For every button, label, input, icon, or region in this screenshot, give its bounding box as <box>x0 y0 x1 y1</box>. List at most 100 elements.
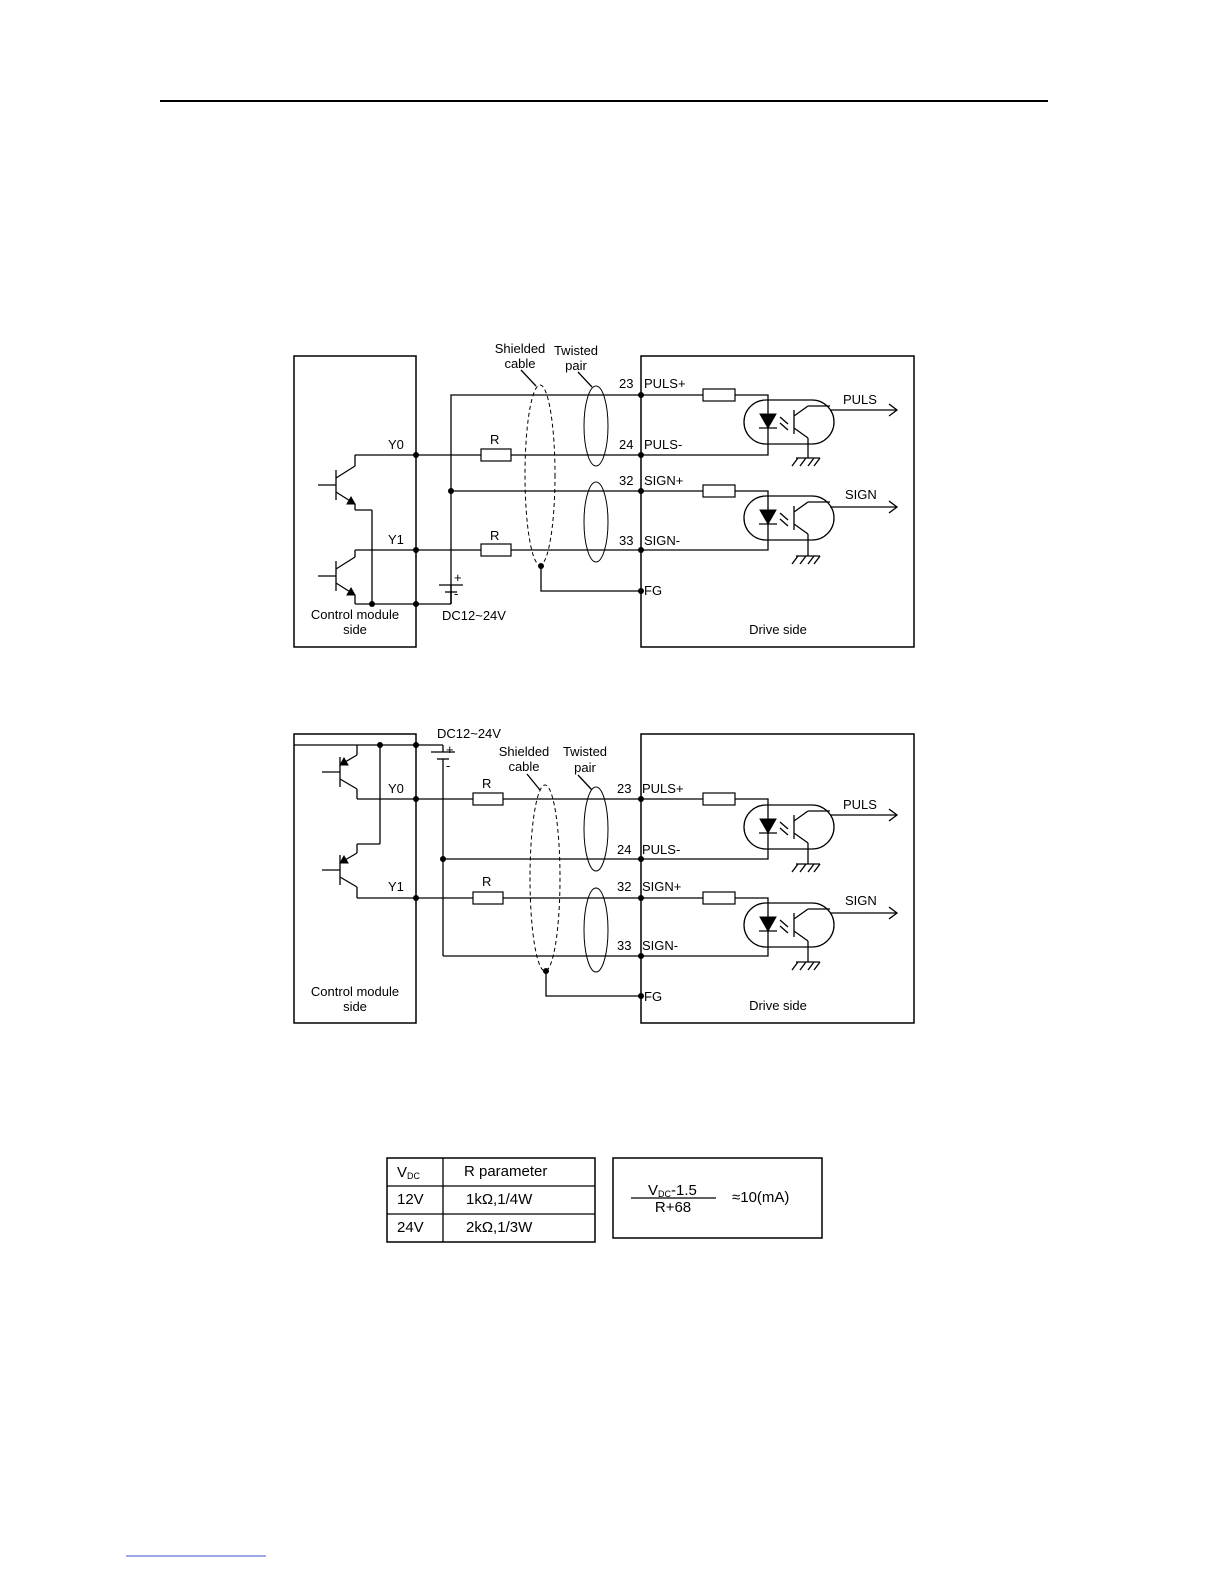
signal-label: FG <box>644 989 662 1004</box>
drive-box <box>640 355 915 648</box>
pin-number: 23 <box>619 376 633 391</box>
output-signal-label: SIGN <box>845 487 877 502</box>
resistor-icon <box>472 891 504 905</box>
resistor-label: R <box>482 776 491 791</box>
shielded-cable-label: Shielded <box>495 341 546 356</box>
drive-side-label: Drive side <box>749 622 807 637</box>
twisted-pair-icon <box>583 786 609 872</box>
output-signal-label: SIGN <box>845 893 877 908</box>
pin-number: 32 <box>619 473 633 488</box>
pin-number: 23 <box>617 781 631 796</box>
transistor-icon <box>318 549 416 605</box>
control-module-box <box>293 355 417 648</box>
transistor-icon <box>318 454 416 511</box>
supply-voltage-label: DC12~24V <box>437 726 501 741</box>
resistor-icon <box>480 448 512 462</box>
resistor-icon <box>472 792 504 806</box>
resistor-icon <box>702 891 736 905</box>
formula-numerator: VDC-1.5 <box>648 1182 697 1199</box>
resistor-icon <box>702 792 736 806</box>
signal-label: PULS+ <box>642 781 684 796</box>
twisted-pair-label: pair <box>565 358 587 373</box>
signal-label: FG <box>644 583 662 598</box>
shielded-cable-label: Shielded <box>499 744 550 759</box>
optocoupler-icon <box>743 495 835 556</box>
twisted-pair-label: Twisted <box>563 744 607 759</box>
r-parameter-table: VDC R parameter 12V 1kΩ,1/4W 24V 2kΩ,1/3… <box>386 1157 596 1243</box>
transistor-icon <box>322 745 416 800</box>
pin-number: 24 <box>619 437 633 452</box>
battery-plus: + <box>454 570 462 585</box>
twisted-pair-icon <box>583 887 609 973</box>
signal-label: SIGN- <box>642 938 678 953</box>
battery-minus: - <box>446 758 450 773</box>
supply-voltage-label: DC12~24V <box>442 608 506 623</box>
control-side-label: Control module <box>311 607 399 622</box>
signal-label: SIGN- <box>644 533 680 548</box>
battery-minus: - <box>454 586 458 601</box>
control-module-box <box>293 733 417 1024</box>
formula-result: ≈10(mA) <box>732 1189 789 1206</box>
drive-side-label: Drive side <box>749 998 807 1013</box>
pin-number: 24 <box>617 842 631 857</box>
pin-number: 33 <box>619 533 633 548</box>
resistor-label: R <box>490 528 499 543</box>
output-y0-label: Y0 <box>388 781 404 796</box>
ground-icon <box>791 457 821 467</box>
output-y1-label: Y1 <box>388 879 404 894</box>
current-formula: VDC-1.5 R+68 ≈10(mA) <box>612 1157 823 1239</box>
ground-icon <box>791 555 821 565</box>
signal-label: PULS- <box>642 842 680 857</box>
shielded-cable-label: cable <box>504 356 535 371</box>
shielded-cable-label: cable <box>508 759 539 774</box>
wiring-diagram-npn: Y0 Y1 Control module side R R + - DC12~2… <box>293 341 915 648</box>
arrow-icon <box>888 403 899 417</box>
drive-box <box>640 733 915 1024</box>
twisted-pair-label: Twisted <box>554 343 598 358</box>
table-cell: 1kΩ,1/4W <box>466 1191 533 1208</box>
twisted-pair-icon <box>583 385 609 467</box>
arrow-icon <box>888 500 899 514</box>
table-cell: 2kΩ,1/3W <box>466 1219 533 1236</box>
output-y0-label: Y0 <box>388 437 404 452</box>
table-cell: 24V <box>397 1219 424 1236</box>
battery-plus: + <box>446 742 454 757</box>
resistor-icon <box>702 484 736 498</box>
control-side-label: side <box>343 999 367 1014</box>
twisted-pair-icon <box>583 481 609 563</box>
optocoupler-icon <box>743 804 835 864</box>
twisted-pair-label: pair <box>574 760 596 775</box>
ground-icon <box>791 863 821 873</box>
table-header-vdc: VDC <box>397 1164 421 1181</box>
formula-denominator: R+68 <box>655 1199 691 1216</box>
shielded-cable-icon <box>529 784 561 972</box>
output-y1-label: Y1 <box>388 532 404 547</box>
ground-icon <box>791 961 821 971</box>
pin-number: 32 <box>617 879 631 894</box>
table-cell: 12V <box>397 1191 424 1208</box>
optocoupler-icon <box>743 902 835 962</box>
signal-label: PULS+ <box>644 376 686 391</box>
battery-icon <box>431 745 455 956</box>
wiring-diagram-pnp: Y0 Y1 Control module side + - DC12~24V R… <box>293 726 915 1024</box>
optocoupler-icon <box>743 399 835 458</box>
shielded-cable-icon <box>524 384 556 566</box>
arrow-icon <box>888 808 899 822</box>
output-signal-label: PULS <box>843 797 877 812</box>
resistor-icon <box>480 543 512 557</box>
battery-icon <box>416 584 463 605</box>
resistor-label: R <box>482 874 491 889</box>
resistor-label: R <box>490 432 499 447</box>
pin-number: 33 <box>617 938 631 953</box>
control-side-label: side <box>343 622 367 637</box>
signal-label: PULS- <box>644 437 682 452</box>
output-signal-label: PULS <box>843 392 877 407</box>
control-side-label: Control module <box>311 984 399 999</box>
resistor-icon <box>702 388 736 402</box>
arrow-icon <box>888 906 899 920</box>
signal-label: SIGN+ <box>642 879 681 894</box>
table-header-r: R parameter <box>464 1163 547 1180</box>
signal-label: SIGN+ <box>644 473 683 488</box>
